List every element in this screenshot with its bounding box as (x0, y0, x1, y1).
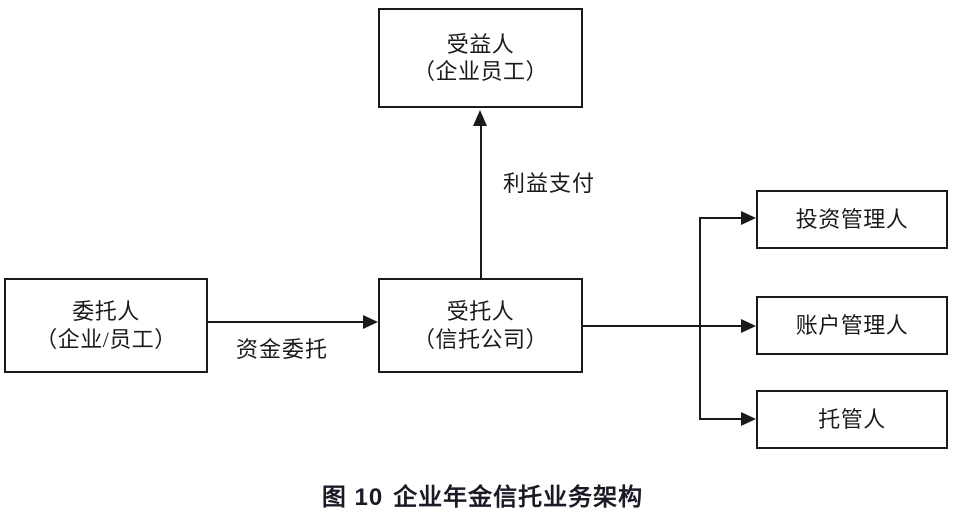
edge-trustee-to-beneficiary-line (480, 124, 482, 279)
node-beneficiary-line1: 受益人 (446, 31, 515, 57)
figure-caption: 图 10 企业年金信托业务架构 (0, 477, 965, 512)
figure-caption-number: 图 10 (321, 484, 384, 511)
edge-trustee-to-custodian-line (699, 418, 743, 420)
arrow-right-icon-to-investment-manager (741, 211, 756, 225)
node-trustee-line1: 受托人 (446, 299, 515, 324)
node-settlor-line1: 委托人 (72, 299, 140, 324)
node-custodian: 托管人 (756, 390, 948, 449)
arrow-right-icon-to-account-manager (741, 319, 756, 333)
node-custodian-label: 托管人 (818, 406, 886, 432)
node-investment-manager-label: 投资管理人 (795, 206, 909, 232)
node-beneficiary: 受益人 （企业员工） (378, 8, 583, 108)
edge-settlor-to-trustee-line (208, 321, 365, 323)
node-trustee: 受托人 （信托公司） (378, 278, 583, 373)
node-trustee-line2: （信托公司） (412, 326, 548, 352)
node-settlor: 委托人 （企业/员工） (4, 278, 208, 373)
edge-label-benefit-payout: 利益支付 (503, 171, 596, 196)
edge-trustee-to-account-manager-line (699, 325, 743, 327)
arrow-up-icon-trustee-to-beneficiary (473, 110, 487, 126)
edge-trustee-to-investment-manager-line (699, 217, 743, 219)
edge-trustee-branch-stem (583, 325, 701, 327)
arrow-right-icon-settlor-to-trustee (363, 315, 378, 329)
node-settlor-line2: （企业/员工） (35, 326, 177, 352)
node-account-manager-label: 账户管理人 (795, 312, 909, 338)
arrow-right-icon-to-custodian (741, 412, 756, 426)
node-account-manager: 账户管理人 (756, 296, 948, 355)
figure-caption-title: 企业年金信托业务架构 (393, 484, 644, 511)
edge-label-fund-entrust: 资金委托 (236, 337, 329, 362)
node-investment-manager: 投资管理人 (756, 190, 948, 249)
edge-trustee-branch-trunk (699, 218, 701, 420)
node-beneficiary-line2: （企业员工） (412, 59, 548, 84)
